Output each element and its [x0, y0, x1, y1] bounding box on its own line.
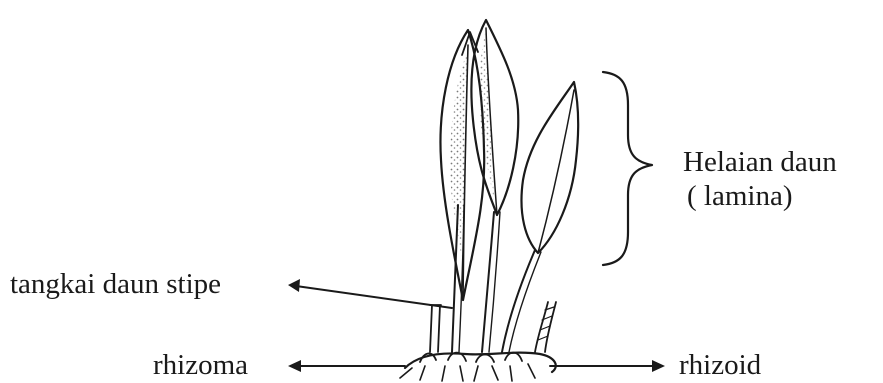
lamina-label-line1: Helaian daun	[683, 146, 837, 178]
lamina-bracket	[603, 72, 652, 265]
lamina-label-line2: ( lamina)	[687, 180, 792, 212]
leaf-blade-right	[521, 82, 578, 253]
stipe-pointer-line	[296, 286, 452, 308]
stipe-2b	[489, 212, 500, 352]
rhizome-arrowhead	[288, 360, 301, 372]
stipe-arrowhead	[288, 279, 300, 292]
stipe-3b	[509, 252, 541, 352]
rhizome-label: rhizoma	[153, 349, 248, 381]
rhizoid-label: rhizoid	[679, 349, 762, 381]
stipe-1	[452, 205, 458, 352]
rhizoid-group	[400, 364, 535, 381]
stipe-3	[502, 250, 535, 352]
lamina-group	[440, 20, 578, 300]
pointer-arrows	[288, 279, 665, 372]
rhizoid-arrowhead	[652, 360, 665, 372]
stipe-short	[430, 305, 441, 352]
rhizome-group	[405, 353, 556, 372]
leaf-shade-middle	[479, 30, 494, 200]
rhizoid-lines	[400, 364, 535, 381]
stipe-label: tangkai daun stipe	[10, 268, 221, 300]
stipe-2	[482, 212, 494, 352]
